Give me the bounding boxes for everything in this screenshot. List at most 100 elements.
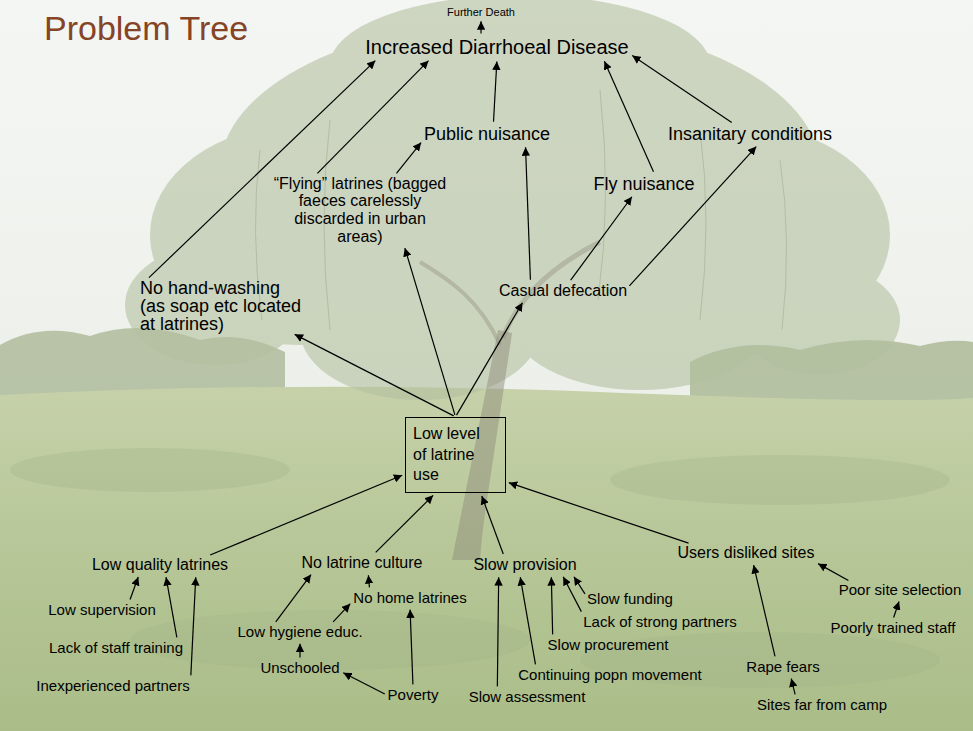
cause-effect-node: Sites far from camp xyxy=(756,696,888,713)
cause-effect-node: “Flying” latrines (bagged faeces careles… xyxy=(272,175,448,245)
node-text: No hand-washing (as soap etc located at … xyxy=(140,279,308,333)
tree-canopy xyxy=(125,0,900,400)
cause-effect-node: Inexperienced partners xyxy=(35,677,190,694)
cause-arrow xyxy=(604,61,653,172)
cause-arrow xyxy=(410,610,413,685)
cause-effect-node: Further Death xyxy=(446,6,516,19)
cause-arrow xyxy=(149,61,375,278)
cause-effect-node: Rape fears xyxy=(745,658,820,675)
node-text: Lack of strong partners xyxy=(583,613,736,630)
cause-effect-node: Poor site selection xyxy=(838,581,963,598)
node-text: Slow funding xyxy=(587,590,673,607)
cause-effect-node: Slow provision xyxy=(472,556,577,574)
tree-trunk xyxy=(452,330,512,560)
cause-arrow xyxy=(368,575,369,587)
tree-branch xyxy=(420,262,500,345)
cause-effect-node: Poverty xyxy=(387,686,440,703)
cause-effect-node: Casual defecation xyxy=(498,282,628,300)
cause-arrow xyxy=(333,604,350,622)
cause-arrow xyxy=(210,475,402,555)
node-text: Lack of staff training xyxy=(49,639,183,656)
node-text: Slow procurement xyxy=(548,636,669,653)
cause-arrow xyxy=(396,143,421,174)
cause-effect-node: Poorly trained staff xyxy=(830,619,957,636)
node-text: Increased Diarrhoeal Disease xyxy=(365,36,628,59)
cause-arrow xyxy=(480,21,481,33)
node-text: Sites far from camp xyxy=(757,696,887,713)
cause-effect-node: Lack of strong partners xyxy=(582,613,737,630)
node-text: Public nuisance xyxy=(424,124,550,145)
node-text: Low hygiene educ. xyxy=(237,623,362,640)
node-text: No home latrines xyxy=(353,589,466,606)
cause-arrow xyxy=(754,565,775,656)
cause-effect-node: Slow procurement xyxy=(547,636,670,653)
node-text: Low level of latrine use xyxy=(413,424,491,486)
cause-arrow xyxy=(629,147,756,286)
cause-effect-node: Unschooled xyxy=(259,659,340,676)
cause-effect-node: Slow funding xyxy=(586,590,674,607)
cause-arrow xyxy=(563,577,581,612)
cause-arrow xyxy=(191,577,196,675)
cause-arrow xyxy=(632,56,732,123)
focal-problem-box: Low level of latrine use xyxy=(405,417,506,493)
cause-arrow xyxy=(520,577,535,664)
cause-effect-node: No hand-washing (as soap etc located at … xyxy=(139,279,309,333)
node-text: Rape fears xyxy=(746,658,819,675)
diagram-title: Problem Tree xyxy=(44,8,248,49)
cause-arrow xyxy=(574,577,585,594)
node-text: Fly nuisance xyxy=(593,174,694,195)
node-text: Casual defecation xyxy=(499,282,627,300)
cause-arrow xyxy=(299,644,300,658)
cause-effect-node: No home latrines xyxy=(352,589,467,606)
cause-effect-node: Public nuisance xyxy=(423,124,551,145)
cause-effect-node: Users disliked sites xyxy=(677,544,816,562)
node-text: Insanitary conditions xyxy=(668,124,832,145)
cause-arrow xyxy=(405,248,455,415)
node-text: No latrine culture xyxy=(302,554,423,572)
node-text: Users disliked sites xyxy=(678,544,815,562)
cause-arrow xyxy=(295,334,454,416)
cause-effect-node: Slow assessment xyxy=(468,688,587,705)
cause-arrow xyxy=(494,61,497,121)
cause-arrow xyxy=(497,577,498,686)
cause-arrow xyxy=(276,575,311,622)
cause-arrow xyxy=(551,577,552,634)
cause-arrow xyxy=(317,61,428,174)
node-text: Continuing popn movement xyxy=(518,666,701,683)
cause-effect-node: Low hygiene educ. xyxy=(236,623,363,640)
cause-effect-node: Insanitary conditions xyxy=(667,124,833,145)
cause-arrow xyxy=(166,577,177,637)
cause-effect-node: Lack of staff training xyxy=(48,639,184,656)
node-text: Inexperienced partners xyxy=(36,677,189,694)
node-text: Poor site selection xyxy=(839,581,962,598)
cause-arrow xyxy=(894,601,899,617)
cause-arrow xyxy=(482,496,503,554)
cause-effect-node: Fly nuisance xyxy=(592,174,695,195)
node-text: Poverty xyxy=(388,686,439,703)
cause-arrow xyxy=(130,577,138,599)
cause-arrow xyxy=(818,564,848,581)
cause-effect-node: Continuing popn movement xyxy=(517,666,702,683)
node-text: Further Death xyxy=(447,6,515,19)
node-text: Slow provision xyxy=(473,556,576,574)
node-text: Poorly trained staff xyxy=(831,619,956,636)
node-text: Slow assessment xyxy=(469,688,586,705)
cause-arrow xyxy=(376,495,433,552)
cause-arrow xyxy=(509,483,689,543)
cause-arrow xyxy=(571,197,632,280)
cause-effect-node: No latrine culture xyxy=(301,554,424,572)
cause-arrow xyxy=(343,673,385,694)
node-text: “Flying” latrines (bagged faeces careles… xyxy=(273,175,447,245)
cause-arrow xyxy=(526,147,531,279)
node-text: Low quality latrines xyxy=(92,556,228,574)
node-text: Unschooled xyxy=(260,659,339,676)
cause-arrow xyxy=(791,679,795,695)
cause-effect-node: Low supervision xyxy=(47,601,157,618)
cause-arrow xyxy=(457,303,523,415)
cause-effect-node: Low quality latrines xyxy=(91,556,229,574)
cause-effect-node: Increased Diarrhoeal Disease xyxy=(364,36,629,59)
node-text: Low supervision xyxy=(48,601,156,618)
